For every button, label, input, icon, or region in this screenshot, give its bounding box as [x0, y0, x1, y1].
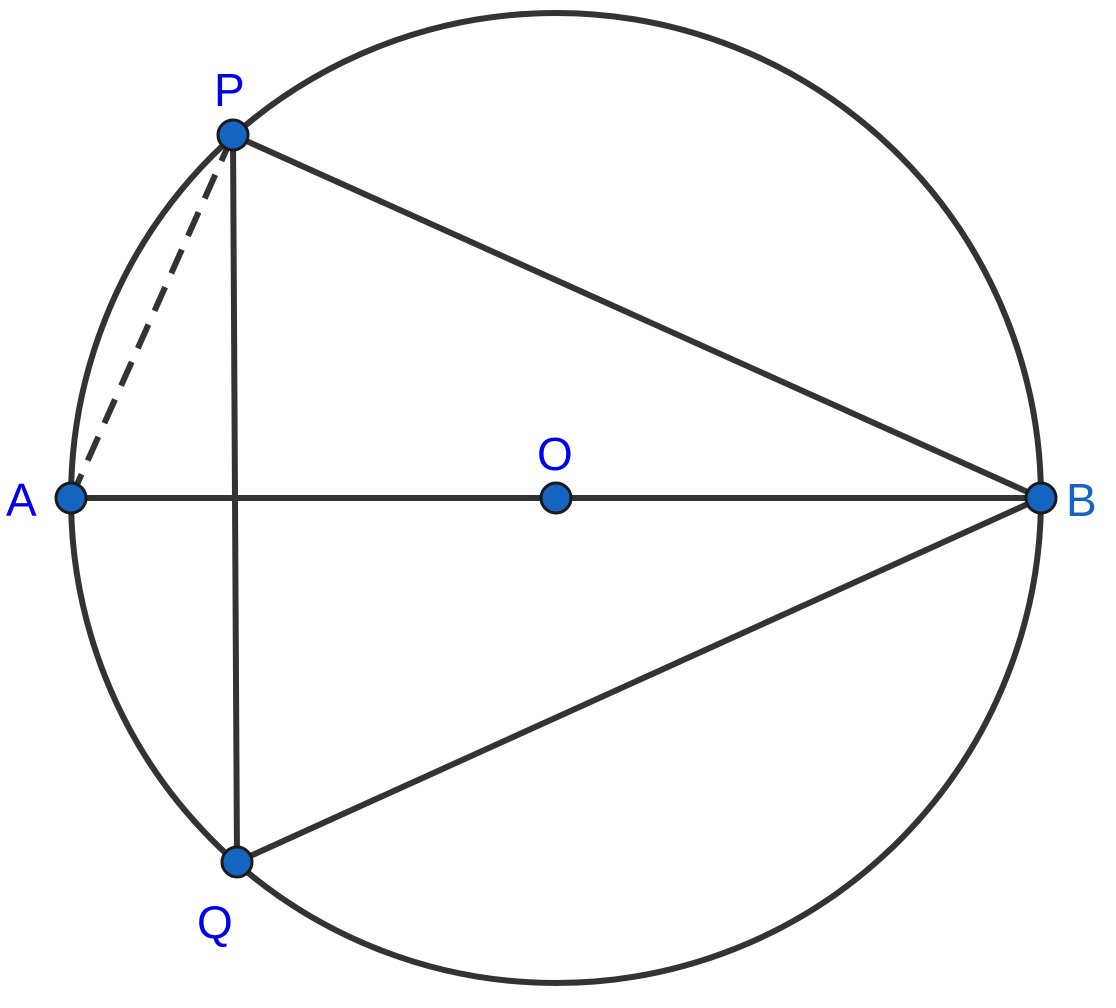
- point-q: [220, 845, 254, 879]
- label-p: P: [214, 64, 245, 116]
- point-a: [54, 481, 88, 515]
- segment-ap-dashed: [68, 133, 236, 500]
- point-b: [1024, 481, 1058, 515]
- segment-pb: [231, 132, 1043, 501]
- segment-pq: [230, 134, 240, 863]
- label-q: Q: [197, 896, 233, 948]
- segment-qb: [235, 495, 1043, 865]
- label-o: O: [537, 428, 573, 480]
- point-p: [216, 118, 250, 152]
- label-a: A: [6, 474, 37, 526]
- label-b: B: [1066, 474, 1097, 526]
- point-o: [539, 481, 573, 515]
